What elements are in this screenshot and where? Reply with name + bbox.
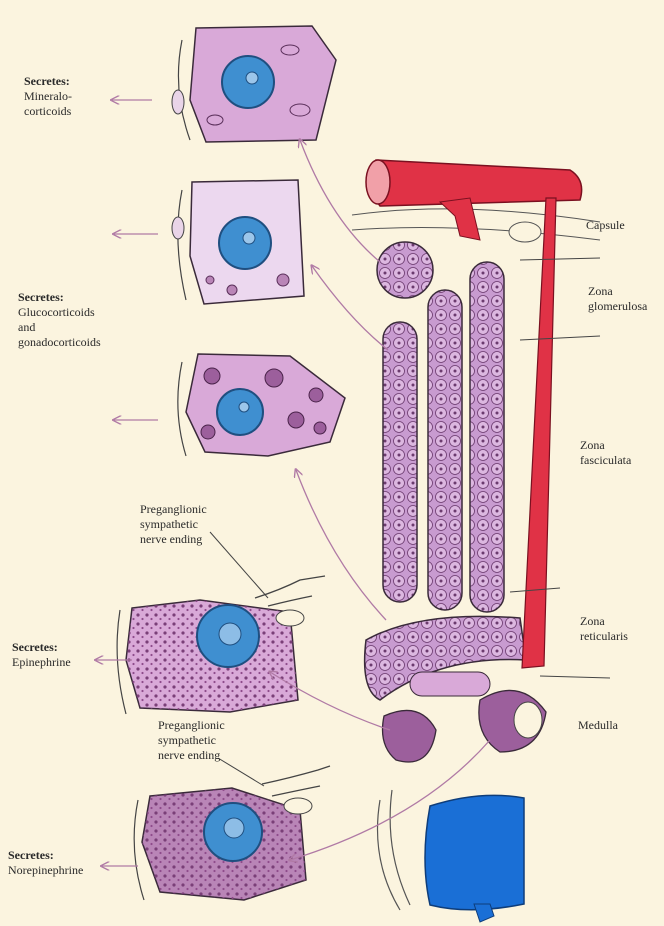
reticularis-cell (178, 354, 345, 456)
nucleus-icon (217, 389, 263, 435)
norepinephrine-cell (134, 766, 330, 900)
adrenal-section (352, 160, 610, 922)
secretes-heading: Secretes: (12, 640, 71, 655)
medullary-arteriole (522, 198, 556, 668)
zone-label-medulla: Medulla (578, 718, 618, 733)
zone-label-reticularis: Zona reticularis (580, 614, 628, 644)
fasciculata-cord (383, 322, 417, 602)
glomerulosa-cluster (377, 242, 433, 298)
nerve-line: sympathetic (158, 733, 225, 748)
secretes-heading: Secretes: (18, 290, 101, 305)
secretion-line: gonadocorticoids (18, 335, 101, 350)
secretion-line: Mineralo- (24, 89, 72, 104)
medullary-vein (425, 795, 524, 909)
zone-line: Zona (580, 614, 628, 629)
zone-label-glomerulosa: Zona glomerulosa (588, 284, 647, 314)
secretion-line: and (18, 320, 101, 335)
secretion-line: Epinephrine (12, 655, 71, 670)
secretes-heading: Secretes: (24, 74, 72, 89)
zone-line: Zona (580, 438, 631, 453)
fasciculata-cord (470, 262, 504, 612)
zone-line: Zona (588, 284, 647, 299)
epinephrine-label: Secretes: Epinephrine (12, 640, 71, 670)
nerve-line: Preganglionic (158, 718, 225, 733)
zone-line: glomerulosa (588, 299, 647, 314)
nerve-line: nerve ending (158, 748, 225, 763)
medulla-cluster (383, 710, 437, 762)
fasciculata-cord (428, 290, 462, 610)
nerve-leader-line (218, 758, 264, 786)
secretion-line: Glucocorticoids (18, 305, 101, 320)
zone-line: Medulla (578, 718, 618, 733)
zone-line: Capsule (586, 218, 625, 233)
mineralocorticoid-label: Secretes: Mineralo- corticoids (24, 74, 72, 119)
zone-line: reticularis (580, 629, 628, 644)
secretion-line: corticoids (24, 104, 72, 119)
zone-label-fasciculata: Zona fasciculata (580, 438, 631, 468)
norepinephrine-label: Secretes: Norepinephrine (8, 848, 83, 878)
epinephrine-cell (117, 576, 325, 714)
glucocorticoid-label: Secretes: Glucocorticoids and gonadocort… (18, 290, 101, 350)
secretion-line: Norepinephrine (8, 863, 83, 878)
nerve-line: nerve ending (140, 532, 207, 547)
nerve-line: sympathetic (140, 517, 207, 532)
nerve-leader-line (210, 532, 268, 598)
glomerulosa-cell (172, 26, 336, 142)
secretes-heading: Secretes: (8, 848, 83, 863)
nerve-ending-label: Preganglionic sympathetic nerve ending (158, 718, 225, 763)
nerve-ending-label: Preganglionic sympathetic nerve ending (140, 502, 207, 547)
zone-label-capsule: Capsule (586, 218, 625, 233)
zone-line: fasciculata (580, 453, 631, 468)
nerve-line: Preganglionic (140, 502, 207, 517)
fasciculata-cell (172, 180, 304, 304)
